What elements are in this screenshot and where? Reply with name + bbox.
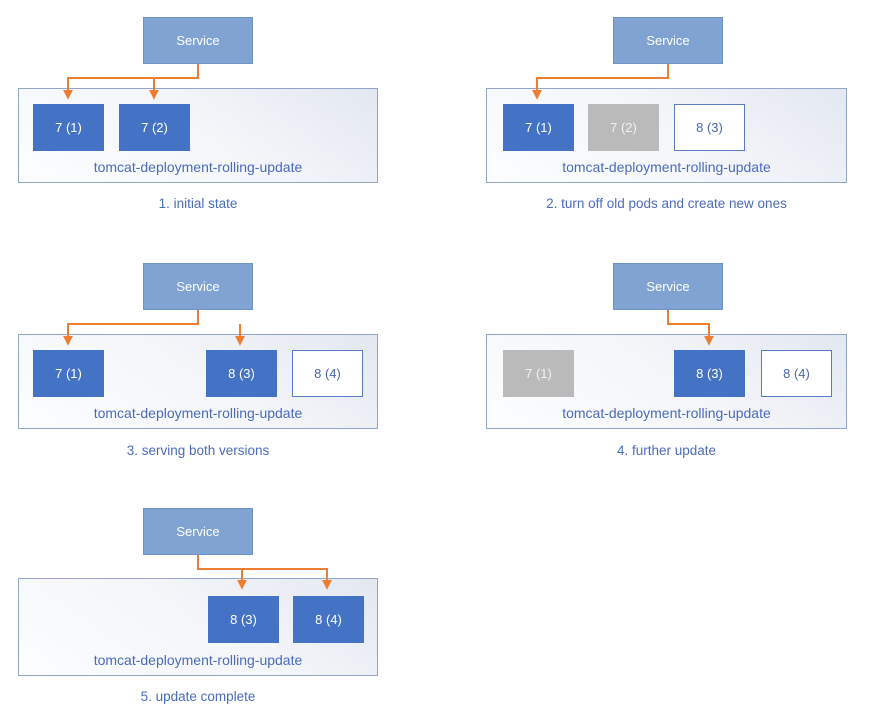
- service-box: Service: [143, 263, 253, 310]
- deployment-box: 7 (1) 7 (2) 8 (3) tomcat-deployment-roll…: [486, 88, 847, 183]
- panel-update-complete: Service 8 (3) 8 (4) tomcat-deployment-ro…: [0, 491, 435, 718]
- pod: 8 (3): [674, 350, 745, 397]
- panel-serving-both-versions: Service 7 (1) 8 (3) 8 (4) tomcat-deploym…: [0, 246, 435, 486]
- pod: 7 (1): [33, 350, 104, 397]
- pod: 8 (4): [761, 350, 832, 397]
- pod: 7 (1): [33, 104, 104, 151]
- pod: 8 (4): [292, 350, 363, 397]
- service-box: Service: [143, 508, 253, 555]
- deployment-box: 8 (3) 8 (4) tomcat-deployment-rolling-up…: [18, 578, 378, 676]
- pod: 8 (3): [208, 596, 279, 643]
- deployment-name-label: tomcat-deployment-rolling-update: [562, 159, 771, 175]
- deployment-box: 7 (1) 7 (2) tomcat-deployment-rolling-up…: [18, 88, 378, 183]
- deployment-box: 7 (1) 8 (3) 8 (4) tomcat-deployment-roll…: [18, 334, 378, 429]
- panel-turn-off-old-pods: Service 7 (1) 7 (2) 8 (3) tomcat-deploym…: [435, 0, 870, 240]
- pod: 8 (3): [206, 350, 277, 397]
- deployment-name-label: tomcat-deployment-rolling-update: [93, 405, 303, 421]
- deployment-name-label: tomcat-deployment-rolling-update: [562, 405, 771, 421]
- deployment-name-label: tomcat-deployment-rolling-update: [93, 159, 303, 175]
- panel-caption: 2. turn off old pods and create new ones: [546, 196, 787, 211]
- pod: 7 (2): [119, 104, 190, 151]
- panel-further-update: Service 7 (1) 8 (3) 8 (4) tomcat-deploym…: [435, 246, 870, 486]
- panel-initial-state: Service 7 (1) 7 (2) tomcat-deployment-ro…: [0, 0, 435, 240]
- service-box: Service: [143, 17, 253, 64]
- panel-caption: 3. serving both versions: [126, 443, 270, 458]
- pod: 7 (2): [588, 104, 659, 151]
- pod: 8 (4): [293, 596, 364, 643]
- service-box: Service: [613, 263, 723, 310]
- pod: 7 (1): [503, 104, 574, 151]
- panel-caption: 1. initial state: [158, 196, 238, 211]
- deployment-box: 7 (1) 8 (3) 8 (4) tomcat-deployment-roll…: [486, 334, 847, 429]
- panel-caption: 5. update complete: [140, 689, 256, 704]
- panel-caption: 4. further update: [616, 443, 717, 458]
- pod: 7 (1): [503, 350, 574, 397]
- service-box: Service: [613, 17, 723, 64]
- deployment-name-label: tomcat-deployment-rolling-update: [93, 652, 303, 668]
- pod: 8 (3): [674, 104, 745, 151]
